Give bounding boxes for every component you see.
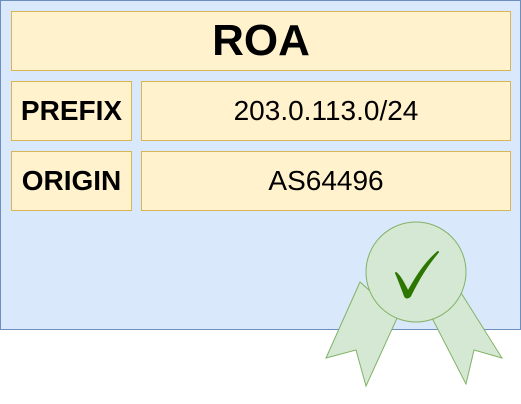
rosette-medallion <box>365 221 467 323</box>
prefix-label: PREFIX <box>11 81 132 141</box>
origin-value: AS64496 <box>141 151 511 211</box>
prefix-value: 203.0.113.0/24 <box>141 81 511 141</box>
roa-certificate-panel: ROA PREFIX 203.0.113.0/24 ORIGIN AS64496 <box>0 0 521 330</box>
origin-label: ORIGIN <box>11 151 132 211</box>
checkmark-rosette-icon <box>325 221 504 388</box>
roa-title: ROA <box>11 11 511 71</box>
check-mark <box>395 251 439 299</box>
